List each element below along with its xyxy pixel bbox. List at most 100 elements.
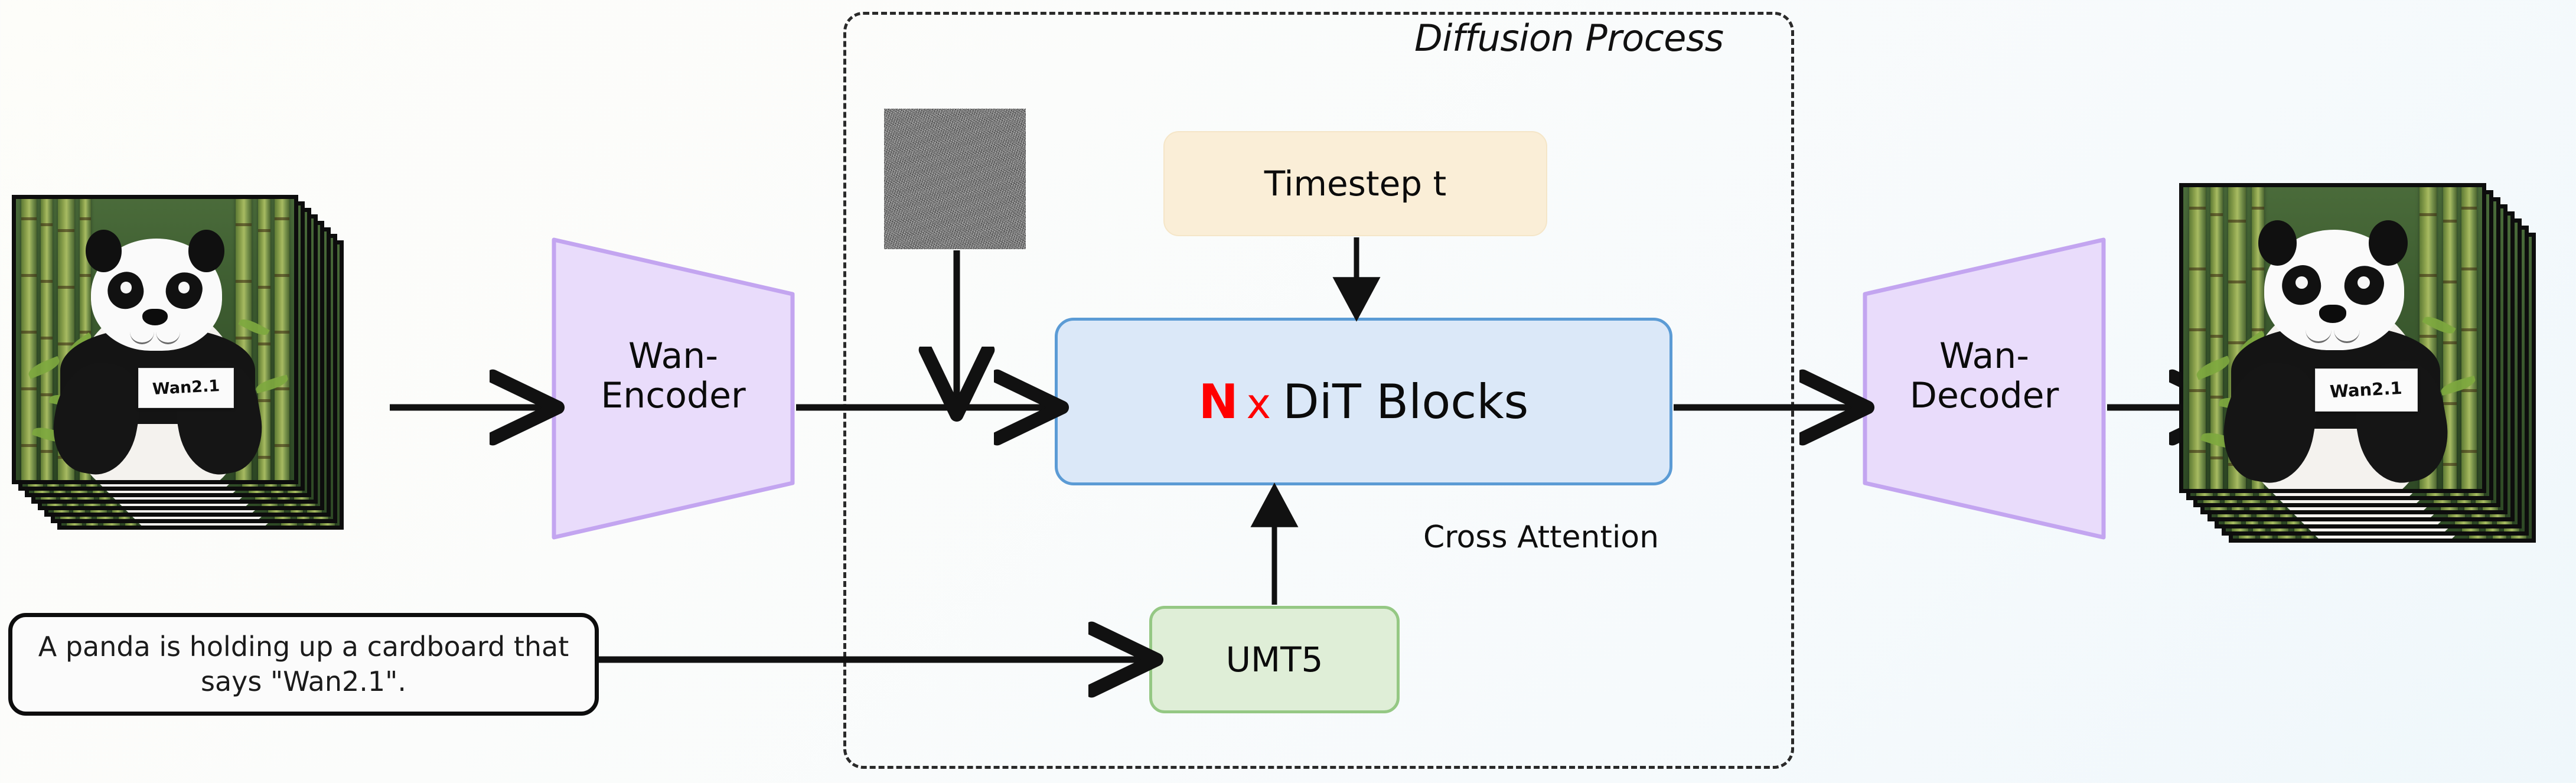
bamboo-node	[275, 387, 289, 390]
bamboo-node	[2461, 207, 2477, 210]
wan-decoder-line1: Wan-	[1939, 335, 2029, 377]
bamboo-node	[236, 280, 252, 283]
wan-encoder-label: Wan- Encoder	[549, 335, 797, 417]
bamboo-node	[2461, 267, 2477, 271]
panda-eye	[178, 282, 190, 294]
wan-decoder-block[interactable]: Wan- Decoder	[1860, 235, 2108, 542]
bamboo-node	[80, 330, 92, 334]
bamboo-node	[2252, 328, 2264, 332]
bamboo-node	[275, 274, 289, 277]
panda-eye	[120, 282, 132, 294]
panda-eye	[2295, 276, 2308, 289]
umt5-text-encoder-block[interactable]: UMT5	[1149, 606, 1400, 713]
bamboo-node	[257, 229, 271, 233]
bamboo-node	[275, 330, 289, 334]
bamboo-node	[2189, 328, 2206, 332]
bamboo-node	[57, 342, 74, 346]
panda-ear	[188, 230, 225, 272]
dit-repeat-count: N	[1198, 374, 1238, 429]
output-video-frames: Wan2.1Wan2.1Wan2.1Wan2.1Wan2.1Wan2.1Wan2…	[2179, 183, 2576, 573]
bamboo-node	[2461, 450, 2477, 454]
cardboard-sign-text: Wan2.1	[2329, 378, 2403, 402]
bamboo-stalk	[275, 199, 289, 480]
bamboo-node	[21, 330, 37, 334]
panda-illustration: Wan2.1	[2183, 187, 2482, 489]
bamboo-node	[80, 217, 92, 221]
bamboo-node	[57, 286, 74, 289]
video-frame: Wan2.1	[2179, 183, 2486, 493]
wan-encoder-line2: Encoder	[601, 375, 746, 417]
bamboo-node	[2189, 389, 2206, 393]
bamboo-node	[2252, 207, 2264, 210]
timestep-label: Timestep t	[1264, 164, 1447, 204]
bamboo-node	[2210, 395, 2223, 399]
bamboo-node	[2419, 213, 2437, 217]
bamboo-node	[2189, 450, 2206, 454]
bamboo-node	[2228, 341, 2246, 344]
cardboard-sign: Wan2.1	[138, 367, 234, 409]
bamboo-node	[275, 217, 289, 221]
wan-decoder-label: Wan- Decoder	[1860, 335, 2108, 416]
dit-blocks-text: DiT Blocks	[1283, 374, 1529, 429]
wan-encoder-line1: Wan-	[628, 335, 718, 377]
bamboo-node	[2210, 335, 2223, 338]
bamboo-node	[257, 455, 271, 459]
bamboo-node	[2443, 280, 2457, 283]
cardboard-sign: Wan2.1	[2314, 368, 2418, 412]
bamboo-node	[257, 399, 271, 402]
text-prompt-box[interactable]: A panda is holding up a cardboard that s…	[8, 613, 599, 716]
bamboo-node	[2443, 462, 2457, 466]
bamboo-node	[2443, 220, 2457, 223]
bamboo-node	[2461, 389, 2477, 393]
bamboo-node	[2419, 274, 2437, 278]
video-frame: Wan2.1	[12, 195, 298, 484]
bamboo-node	[41, 393, 53, 396]
noise-latent-patch	[884, 109, 1026, 249]
bamboo-stalk	[21, 199, 37, 480]
cross-attention-edge-label: Cross Attention	[1423, 520, 1659, 555]
text-prompt-value: A panda is holding up a cardboard that s…	[38, 631, 569, 697]
diffusion-process-region	[843, 12, 1794, 769]
bamboo-node	[236, 223, 252, 227]
bamboo-node	[41, 280, 53, 283]
timestep-block[interactable]: Timestep t	[1163, 131, 1547, 236]
bamboo-node	[236, 336, 252, 340]
bamboo-stalk	[2189, 187, 2206, 489]
bamboo-stalk	[257, 199, 271, 480]
bamboo-node	[2461, 328, 2477, 332]
cardboard-sign-text: Wan2.1	[152, 377, 221, 399]
bamboo-stalk	[2461, 187, 2477, 489]
bamboo-node	[257, 286, 271, 289]
bamboo-node	[2189, 267, 2206, 271]
umt5-label: UMT5	[1225, 640, 1323, 680]
dit-multiply-sign: x	[1246, 379, 1271, 428]
bamboo-node	[2210, 274, 2223, 278]
panda-muzzle	[2306, 317, 2360, 343]
bamboo-node	[2189, 207, 2206, 210]
bamboo-node	[41, 449, 53, 453]
bamboo-node	[21, 274, 37, 277]
bamboo-node	[41, 223, 53, 227]
bamboo-node	[2252, 267, 2264, 271]
panda-muzzle	[130, 320, 180, 344]
input-video-frames: Wan2.1Wan2.1Wan2.1Wan2.1Wan2.1Wan2.1Wan2…	[12, 195, 390, 561]
wan-encoder-block[interactable]: Wan- Encoder	[549, 235, 797, 542]
bamboo-node	[21, 217, 37, 221]
bamboo-node	[41, 336, 53, 340]
bamboo-node	[21, 443, 37, 447]
bamboo-node	[2210, 213, 2223, 217]
bamboo-stalk	[2443, 187, 2457, 489]
diffusion-process-label: Diffusion Process	[1414, 17, 1724, 60]
bamboo-node	[275, 443, 289, 447]
bamboo-node	[57, 229, 74, 233]
panda-eye	[2357, 276, 2370, 289]
panda-ear	[2258, 220, 2297, 266]
bamboo-node	[2228, 280, 2246, 283]
bamboo-node	[80, 274, 92, 277]
bamboo-node	[21, 387, 37, 390]
panda-ear	[85, 230, 122, 272]
bamboo-stalk	[41, 199, 53, 480]
